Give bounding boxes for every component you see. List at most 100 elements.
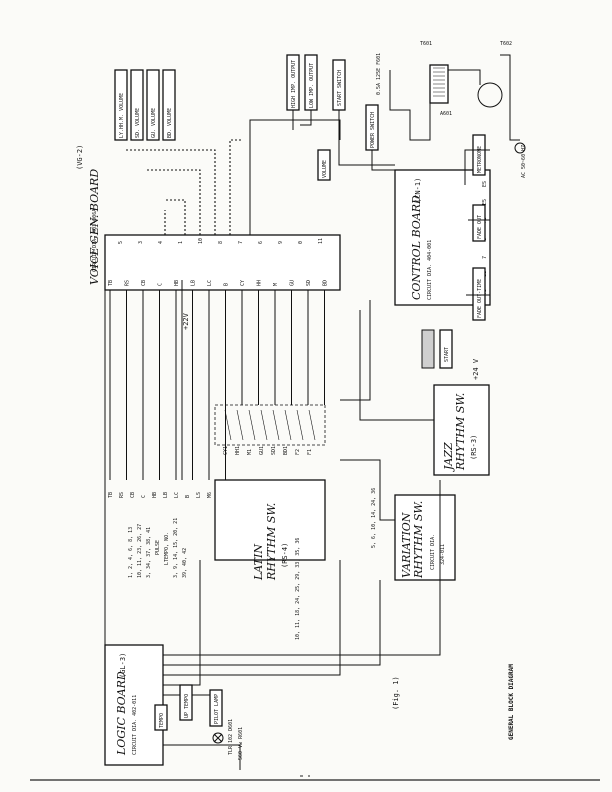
variation-rhythm-box <box>394 494 456 581</box>
rhythm-switch[interactable] <box>308 409 316 441</box>
pilot-lamp-cross <box>213 733 223 743</box>
cn-pin-label: 7 <box>482 256 488 259</box>
volume-control-box[interactable] <box>130 69 144 141</box>
start-label: START <box>444 347 450 362</box>
metronome-label: METRONOME <box>477 146 483 173</box>
high-output-label: HIGH IMP. OUTPUT <box>291 60 297 108</box>
rhythm-switch[interactable] <box>236 409 244 441</box>
latin-subtitle: RHYTHM SW. <box>265 503 278 581</box>
rhythm-switch[interactable] <box>224 409 232 441</box>
logic-sequence-wire-4 <box>163 560 201 686</box>
variation-title: VARIATION <box>400 512 413 578</box>
vg-top-pin-label: 6 <box>258 241 264 244</box>
cn-pin-label: ES <box>482 181 488 187</box>
pilot-lamp-box <box>209 689 223 727</box>
vg-pin-label: GU <box>290 280 296 286</box>
dashed-wire-1 <box>229 139 242 235</box>
switch-pin-label: HH1 <box>235 446 241 455</box>
logic-board-title: LOGIC BOARD <box>115 671 128 756</box>
seq-line-9: 5, 6, 10, 14, 24, 36 <box>371 488 377 548</box>
ls-pin-label: M6 <box>207 492 213 498</box>
vg-top-pin-label: 10 <box>198 238 204 244</box>
ls-pin-label: HB <box>152 492 158 498</box>
dashed-wire-2 <box>125 149 216 235</box>
vg-pin-label: LB <box>191 280 197 286</box>
control-board-code: (CN-1) <box>414 178 422 203</box>
vg-pin-label: SD <box>306 280 312 286</box>
switch-pin-label: M1 <box>247 449 253 455</box>
fade-out-label: FADE OUT <box>477 215 483 239</box>
volume-control-label: LY.HH.M. VOLUME <box>119 93 125 138</box>
start-hatch <box>421 329 435 369</box>
vg-pin-label: CB <box>141 280 147 286</box>
logic-sequence-wire-2 <box>163 580 381 666</box>
start-switch-label: START SWITCH <box>337 70 343 106</box>
label-22v: +22V <box>182 312 190 330</box>
switch-pin-label: CY1 <box>223 446 229 455</box>
volume-control-box[interactable] <box>162 69 176 141</box>
t601-label: T601 <box>420 41 432 47</box>
metronome-box <box>472 134 486 176</box>
logic-sequence-wire-3 <box>163 560 341 676</box>
logic-board: LOGIC BOARD (GL-3) CIRCUIT DIA. 402-011 <box>104 644 164 766</box>
variation-wire <box>340 459 395 521</box>
ac-label: AC 50~60 HZ <box>521 145 527 178</box>
volume-label: VOLUME <box>322 160 328 178</box>
voice-gen-code: (VG-2) <box>76 145 84 170</box>
latin-code: (RS-4) <box>281 543 289 568</box>
fuse-wire <box>389 70 431 141</box>
voice-gen-circuit: CIRCUIT DIA. 403-006A <box>92 209 98 272</box>
seq-line-7: 39, 40, 42 <box>182 548 188 578</box>
tempo-box[interactable] <box>154 704 168 731</box>
cn-right-wires <box>464 149 490 296</box>
vg-top-pin-label: 8 <box>218 241 224 244</box>
rhythm-switch[interactable] <box>260 409 268 441</box>
ls-pin-label: LC <box>174 492 180 498</box>
vg-pin-label: BD <box>323 280 329 286</box>
seq-line-6: 3, 9, 14, 15, 20, 21 <box>173 518 179 578</box>
switch-pin-label: BD1 <box>283 446 289 455</box>
vg-pin-label: C <box>158 283 164 286</box>
volume-control-box[interactable] <box>114 69 128 141</box>
a601-label: A601 <box>440 111 452 117</box>
vg-pin-label: CY <box>240 280 246 286</box>
up-tempo-box[interactable] <box>179 684 193 721</box>
vg-top-pin-label: 7 <box>238 241 244 244</box>
jazz-title: JAZZ <box>442 442 455 472</box>
r601-label: 560 Vw R601 <box>238 727 244 760</box>
fuse-label: 0.5A 125E F601 <box>376 53 382 95</box>
volume-control-label: GU. VOLUME <box>151 108 157 138</box>
seq-line-2: 10, 11, 23, 26, 27 <box>137 524 143 578</box>
logic-board-box <box>104 644 164 766</box>
rhythm-switch[interactable] <box>248 409 256 441</box>
vg-pin-label: HH <box>257 280 263 286</box>
vg-top-pin-label: 11 <box>318 238 324 244</box>
rhythm-switch[interactable] <box>272 409 280 441</box>
low-output-label: LOW IMP. OUTPUT <box>309 63 315 108</box>
voice-gen-board-box <box>104 234 341 291</box>
rhythm-switch[interactable] <box>296 409 304 441</box>
pilot-lamp-icon <box>212 732 224 744</box>
label-24v: +24 V <box>472 358 480 380</box>
ac-plug <box>514 142 526 154</box>
tempo-label: TEMPO <box>159 713 165 728</box>
variation-rhythm-sw: VARIATION RHYTHM SW. CIRCUIT DIA. 324-01… <box>394 494 456 581</box>
variation-subtitle: RHYTHM SW. <box>412 501 425 579</box>
vg-top-pin-label: 1 <box>178 241 184 244</box>
vg-pin-label: B <box>224 283 230 286</box>
figure-title: GENERAL BLOCK DIAGRAM <box>508 664 515 740</box>
ls-pin-label: TB <box>108 492 114 498</box>
rhythm-switch[interactable] <box>284 409 292 441</box>
vg-top-pin-label: 4 <box>158 241 164 244</box>
start-box[interactable] <box>439 329 453 369</box>
vg-top-pin-label: 3 <box>138 241 144 244</box>
jazz-control-wire <box>359 310 434 421</box>
switch-pin-label: GU1 <box>259 446 265 455</box>
logic-board-circuit: CIRCUIT DIA. 402-011 <box>132 695 138 755</box>
volume-control-box[interactable] <box>146 69 160 141</box>
latin-switch-bank <box>214 404 326 446</box>
fade-out-time-box <box>472 267 486 321</box>
